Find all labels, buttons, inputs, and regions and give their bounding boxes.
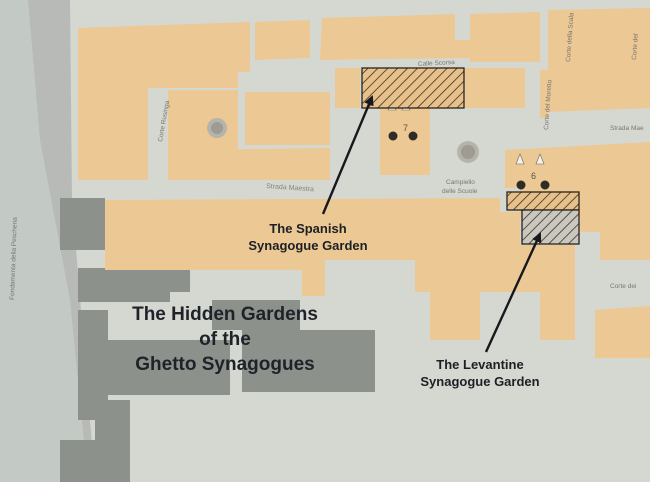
ghetto-buildings <box>78 8 650 358</box>
levantine-garden-callout: The Levantine Synagogue Garden <box>395 356 565 390</box>
levantine-garden-arrow <box>484 232 542 353</box>
levantine-callout-line-1: The Levantine <box>436 357 524 372</box>
label-strada-maestra: Strada Maestra <box>266 183 314 193</box>
levantine-synagogue-marker <box>515 153 550 190</box>
levantine-callout-line-2: Synagogue Garden <box>420 374 540 389</box>
label-campiello: Campiello <box>446 179 475 186</box>
label-calle-scorsa: Calle Scorsa <box>418 59 456 68</box>
label-fondamenta: Fondamenta della Pescheria <box>9 217 19 300</box>
title-line-3: Ghetto Synagogues <box>135 354 315 375</box>
spanish-garden-arrow <box>321 95 374 215</box>
canal-water <box>0 0 88 482</box>
spanish-callout-line-2: Synagogue Garden <box>248 238 368 253</box>
levantine-synagogue-garden-area <box>521 209 580 245</box>
spanish-garden-callout: The Spanish Synagogue Garden <box>228 220 388 254</box>
spanish-synagogue-garden-area <box>361 67 465 109</box>
map-title: The Hidden Gardens of the Ghetto Synagog… <box>100 302 350 377</box>
label-corte-del-moretto: Corte del Moretto <box>543 79 554 130</box>
spanish-callout-line-1: The Spanish <box>269 221 347 236</box>
label-corte-della-scala: Corte della Scala <box>565 12 575 62</box>
label-strada-mae: Strada Mae <box>610 125 644 132</box>
label-corte-del: Corte del <box>631 33 640 60</box>
label-corte-dei: Corte dei <box>610 283 636 290</box>
synagogue-number-6: 6 <box>531 171 536 181</box>
label-delle-scuole: delle Scuole <box>442 188 478 195</box>
synagogue-number-7: 7 <box>403 123 408 133</box>
title-line-2: of the <box>199 329 251 350</box>
levantine-garden-area-upper <box>506 191 580 211</box>
gray-building-blocks <box>60 198 375 482</box>
title-line-1: The Hidden Gardens <box>132 304 318 325</box>
